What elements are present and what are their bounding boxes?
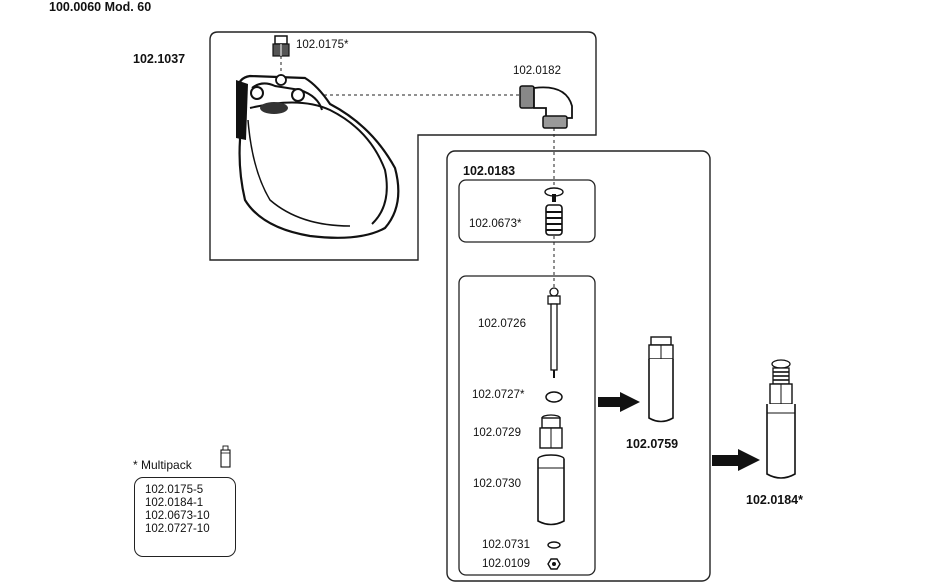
valve-rod-icon [547,287,561,378]
elbow-fitting-icon [519,85,573,129]
sleeve-icon [537,454,565,526]
arrow-right-icon [712,449,760,471]
part-label-valve-rod: 102.0726 [478,318,526,330]
valve-parts-frame [458,275,596,576]
arrow-right-icon [598,392,640,412]
part-label-small-washer: 102.0731 [482,539,530,551]
screw-icon [272,35,290,57]
bowl-frame [209,31,597,261]
part-label-assembly-mid: 102.0759 [626,437,679,451]
multipack-item: 102.0175-5 [145,484,204,496]
package-icon [220,445,231,468]
part-label-valve-group: 102.0183 [463,164,516,178]
small-washer-icon [547,541,561,549]
washer-icon [545,391,563,403]
multipack-title: * Multipack [133,458,192,472]
part-label-nut: 102.0729 [473,427,521,439]
multipack-list: 102.0175-5 102.0184-1 102.0673-10 102.07… [134,477,236,557]
part-label-screw: 102.0175* [296,39,349,51]
valve-insert-frame [458,179,596,243]
drinking-bowl-icon [236,74,400,239]
part-label-washer: 102.0727* [472,389,525,401]
page-title: 100.0060 Mod. 60 [49,0,152,14]
nut-icon [539,414,563,449]
multipack-item: 102.0727-10 [145,523,210,535]
multipack-item: 102.0673-10 [145,510,210,522]
valve-assembly-mid-icon [648,336,674,423]
part-label-hex-nut: 102.0109 [482,558,530,570]
part-label-assembly-final: 102.0184* [746,493,804,507]
hex-nut-icon [547,558,561,570]
valve-group-frame [446,150,711,582]
part-label-valve-insert: 102.0673* [469,218,522,230]
part-label-sleeve: 102.0730 [473,478,521,490]
part-label-bowl: 102.1037 [133,52,186,66]
valve-assembly-final-icon [766,359,796,479]
multipack-item: 102.0184-1 [145,497,204,509]
valve-insert-icon [544,187,564,236]
part-label-elbow: 102.0182 [513,65,561,77]
